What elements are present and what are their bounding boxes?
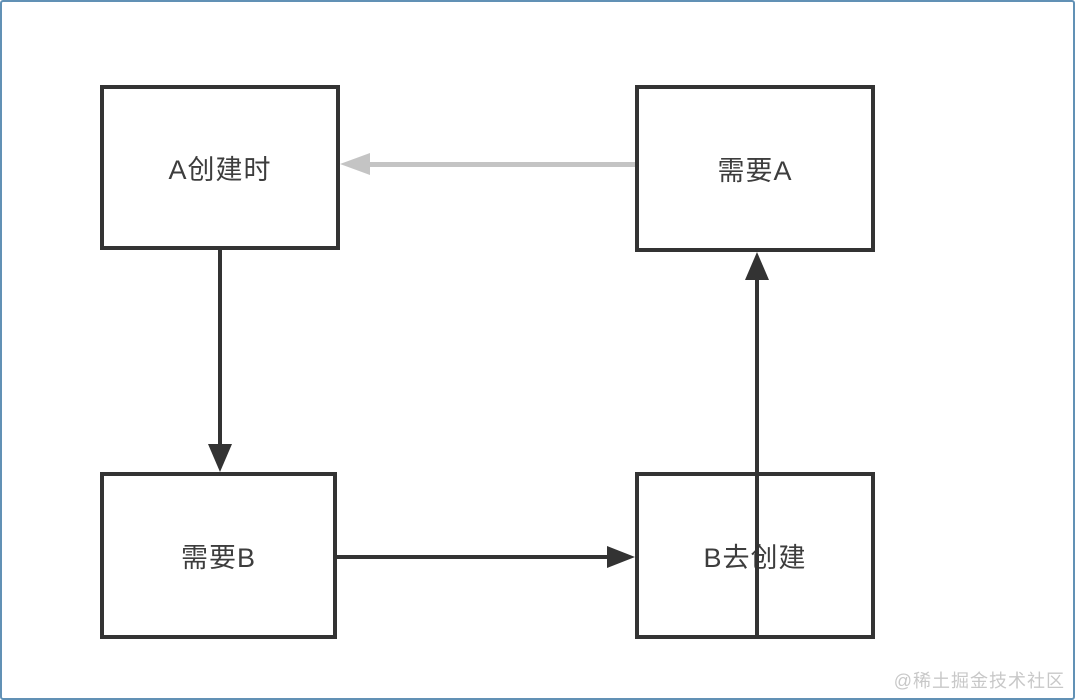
node-a-create-label: A创建时 (168, 155, 272, 185)
node-need-a-label: 需要A (717, 156, 793, 186)
node-need-b-label: 需要B (180, 543, 256, 573)
node-need-a: 需要A (635, 85, 875, 252)
node-a-create: A创建时 (100, 85, 340, 250)
watermark: @稀土掘金技术社区 (893, 671, 1065, 691)
arrowhead-left-icon (340, 153, 370, 175)
arrowhead-up-icon (745, 252, 769, 280)
edge-need-b-to-b-create-line (337, 555, 607, 559)
node-need-b: 需要B (100, 472, 337, 639)
edge-need-a-to-a-create-line (368, 162, 635, 167)
edge-a-create-to-need-b-line (218, 250, 222, 444)
arrowhead-down-icon (208, 444, 232, 472)
arrowhead-right-icon (607, 546, 635, 568)
node-b-create-label: B去创建 (703, 536, 806, 575)
edge-b-create-to-need-a-line (755, 280, 759, 639)
